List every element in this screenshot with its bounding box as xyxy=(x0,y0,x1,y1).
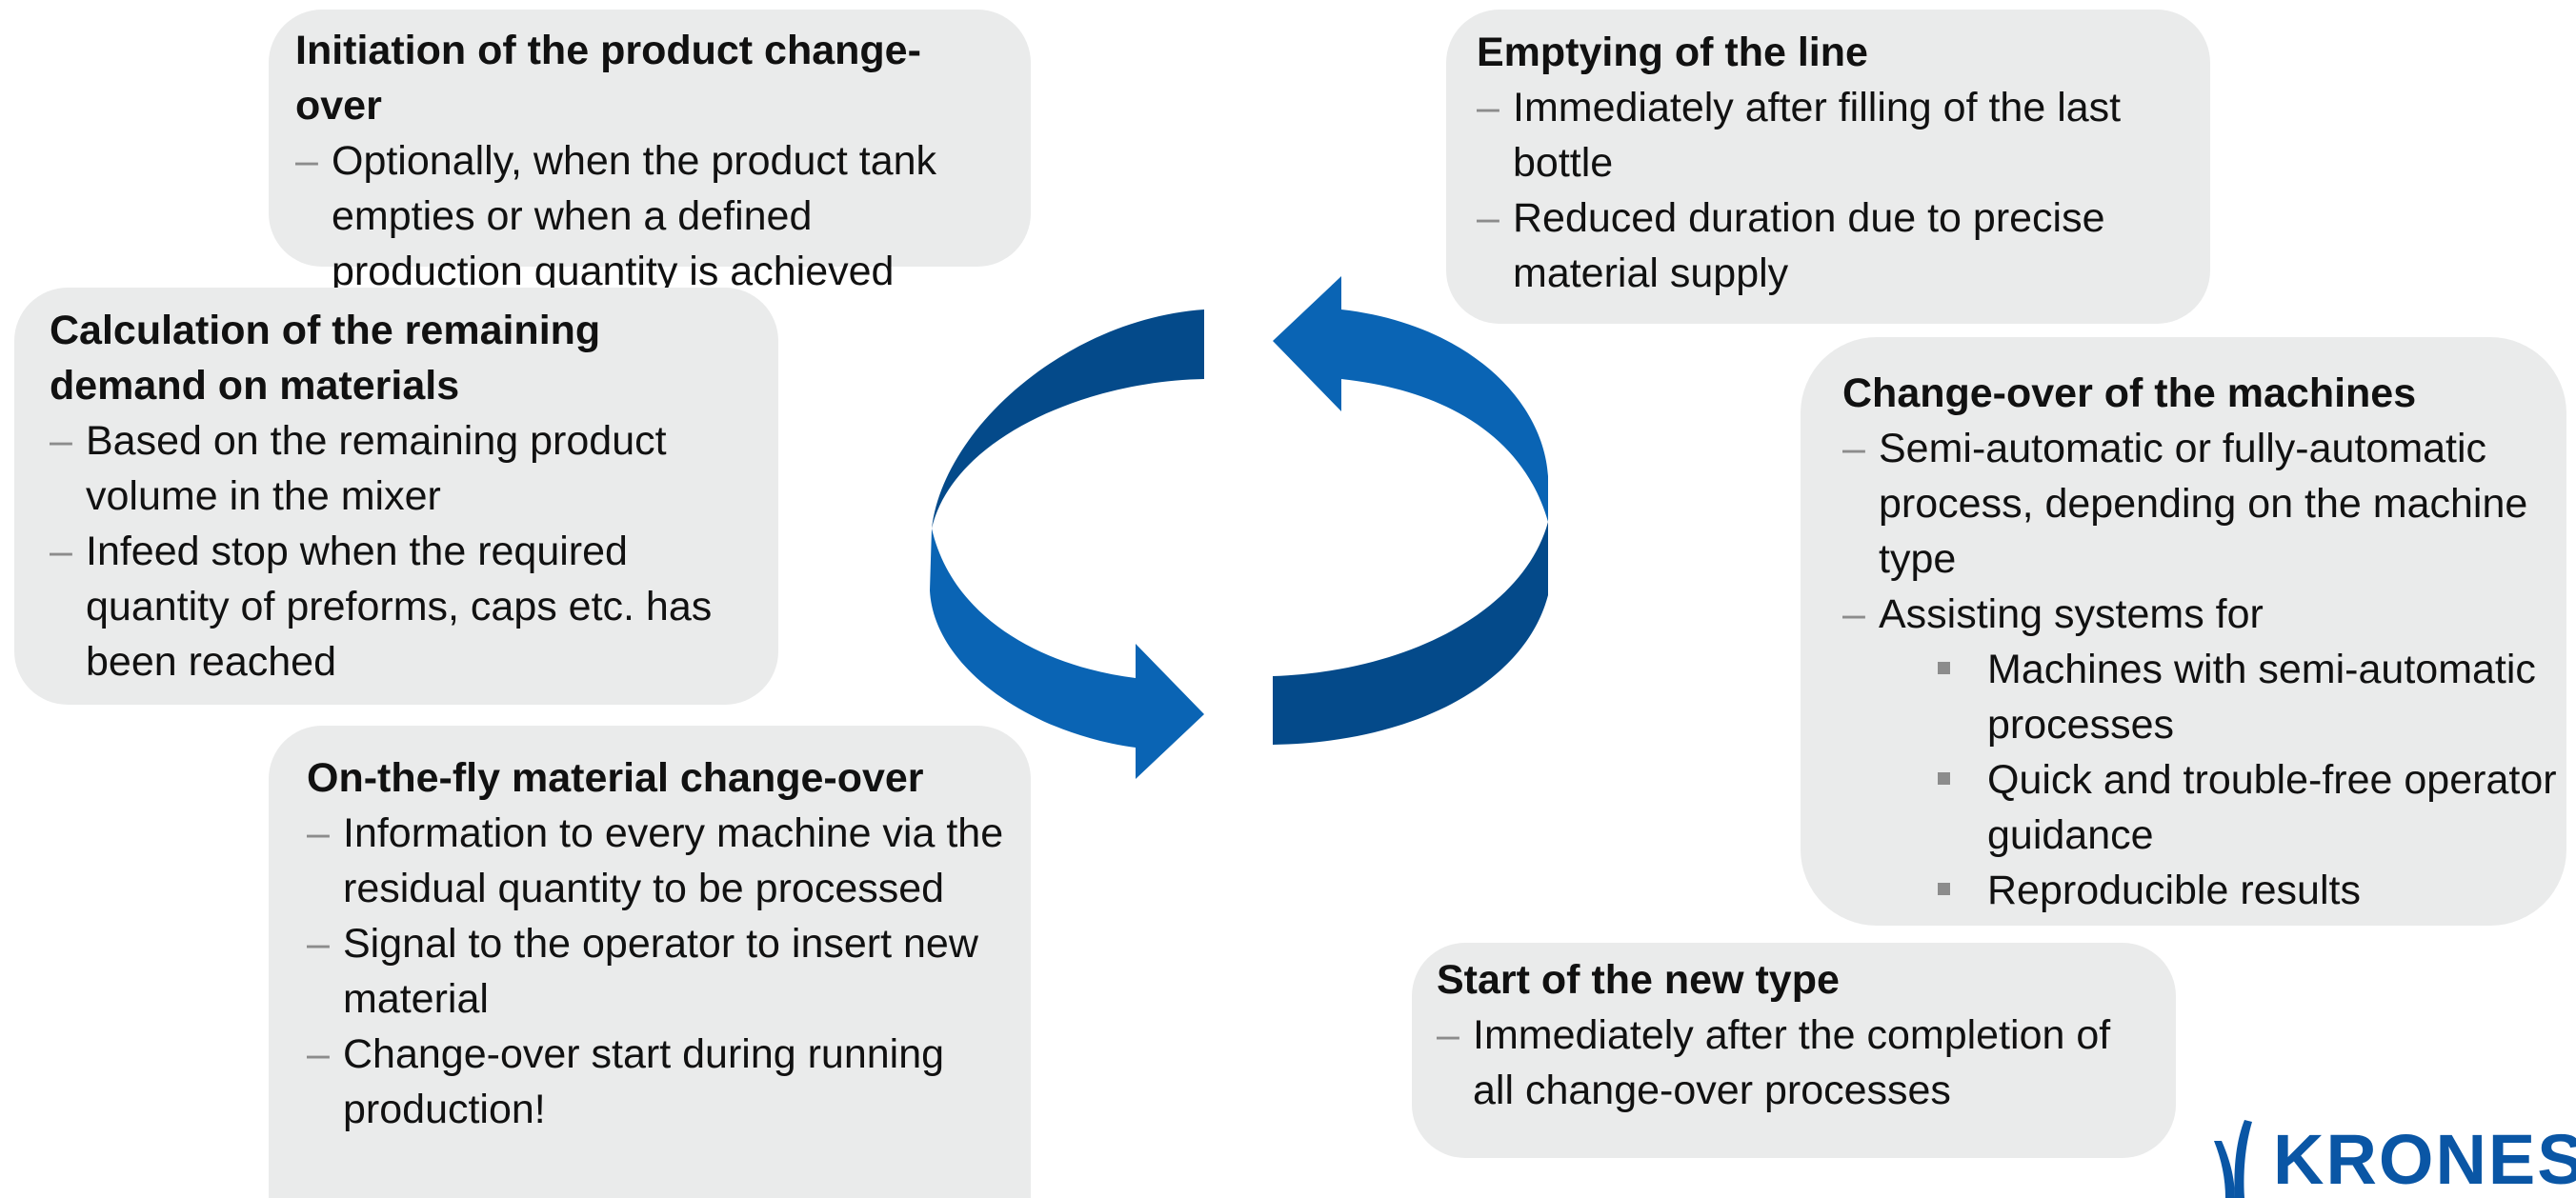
step-items: Immediately after the completion of all … xyxy=(1437,1008,2157,1118)
krones-logo-mark-icon xyxy=(2214,1120,2252,1198)
logo-wordmark: KRONES xyxy=(2273,1120,2576,1198)
step-item: Based on the remaining product volume in… xyxy=(50,413,759,524)
step-item: Change-over start during running product… xyxy=(307,1027,1012,1137)
step-item: Assisting systems for Machines with semi… xyxy=(1842,587,2557,918)
step-item: Optionally, when the product tank emptie… xyxy=(295,133,1002,299)
step-item: Information to every machine via the res… xyxy=(307,806,1012,916)
cycle-arrow-right-top xyxy=(1273,276,1548,522)
cycle-arrow-left-top xyxy=(932,309,1204,529)
step-item: Infeed stop when the required quantity o… xyxy=(50,524,759,689)
step-box-initiation: Initiation of the product change-over Op… xyxy=(269,10,1031,294)
step-subitems: Machines with semi-automatic processes Q… xyxy=(1842,642,2557,918)
step-items: Immediately after filling of the last bo… xyxy=(1477,80,2191,301)
step-items: Information to every machine via the res… xyxy=(307,806,1012,1137)
step-subitem: Machines with semi-automatic processes xyxy=(1842,642,2557,752)
step-box-machines: Change-over of the machines Semi-automat… xyxy=(1801,337,2566,926)
step-subitem: Quick and trouble-free operator guidance xyxy=(1842,752,2557,863)
step-items: Based on the remaining product volume in… xyxy=(50,413,759,689)
step-item: Immediately after the completion of all … xyxy=(1437,1008,2157,1118)
step-item: Semi-automatic or fully-automatic proces… xyxy=(1842,421,2557,587)
cycle-arrow-left-bottom xyxy=(930,529,1204,779)
step-items: Semi-automatic or fully-automatic proces… xyxy=(1842,421,2557,918)
step-subitem: Reproducible results xyxy=(1842,863,2557,918)
step-item: Signal to the operator to insert new mat… xyxy=(307,916,1012,1027)
step-title: Change-over of the machines xyxy=(1842,370,2417,416)
step-item: Immediately after filling of the last bo… xyxy=(1477,80,2191,190)
step-items: Optionally, when the product tank emptie… xyxy=(295,133,1002,299)
step-title: Start of the new type xyxy=(1437,957,1840,1003)
step-box-calculation: Calculation of the remaining demand on m… xyxy=(14,288,778,705)
step-item-text: Assisting systems for xyxy=(1879,591,2264,637)
step-box-onthefly: On-the-fly material change-over Informat… xyxy=(269,726,1031,1198)
step-box-emptying: Emptying of the line Immediately after f… xyxy=(1446,10,2210,324)
krones-logo: KRONES xyxy=(2208,1112,2576,1198)
step-title: Initiation of the product change-over xyxy=(295,28,921,129)
cycle-arrow-right-bottom xyxy=(1273,522,1548,745)
step-title: Emptying of the line xyxy=(1477,30,1868,75)
step-item: Reduced duration due to precise material… xyxy=(1477,190,2191,301)
step-title: On-the-fly material change-over xyxy=(307,755,924,801)
step-title: Calculation of the remaining demand on m… xyxy=(50,308,601,409)
step-box-start: Start of the new type Immediately after … xyxy=(1412,943,2176,1158)
circular-arrows-icon xyxy=(930,276,1548,779)
